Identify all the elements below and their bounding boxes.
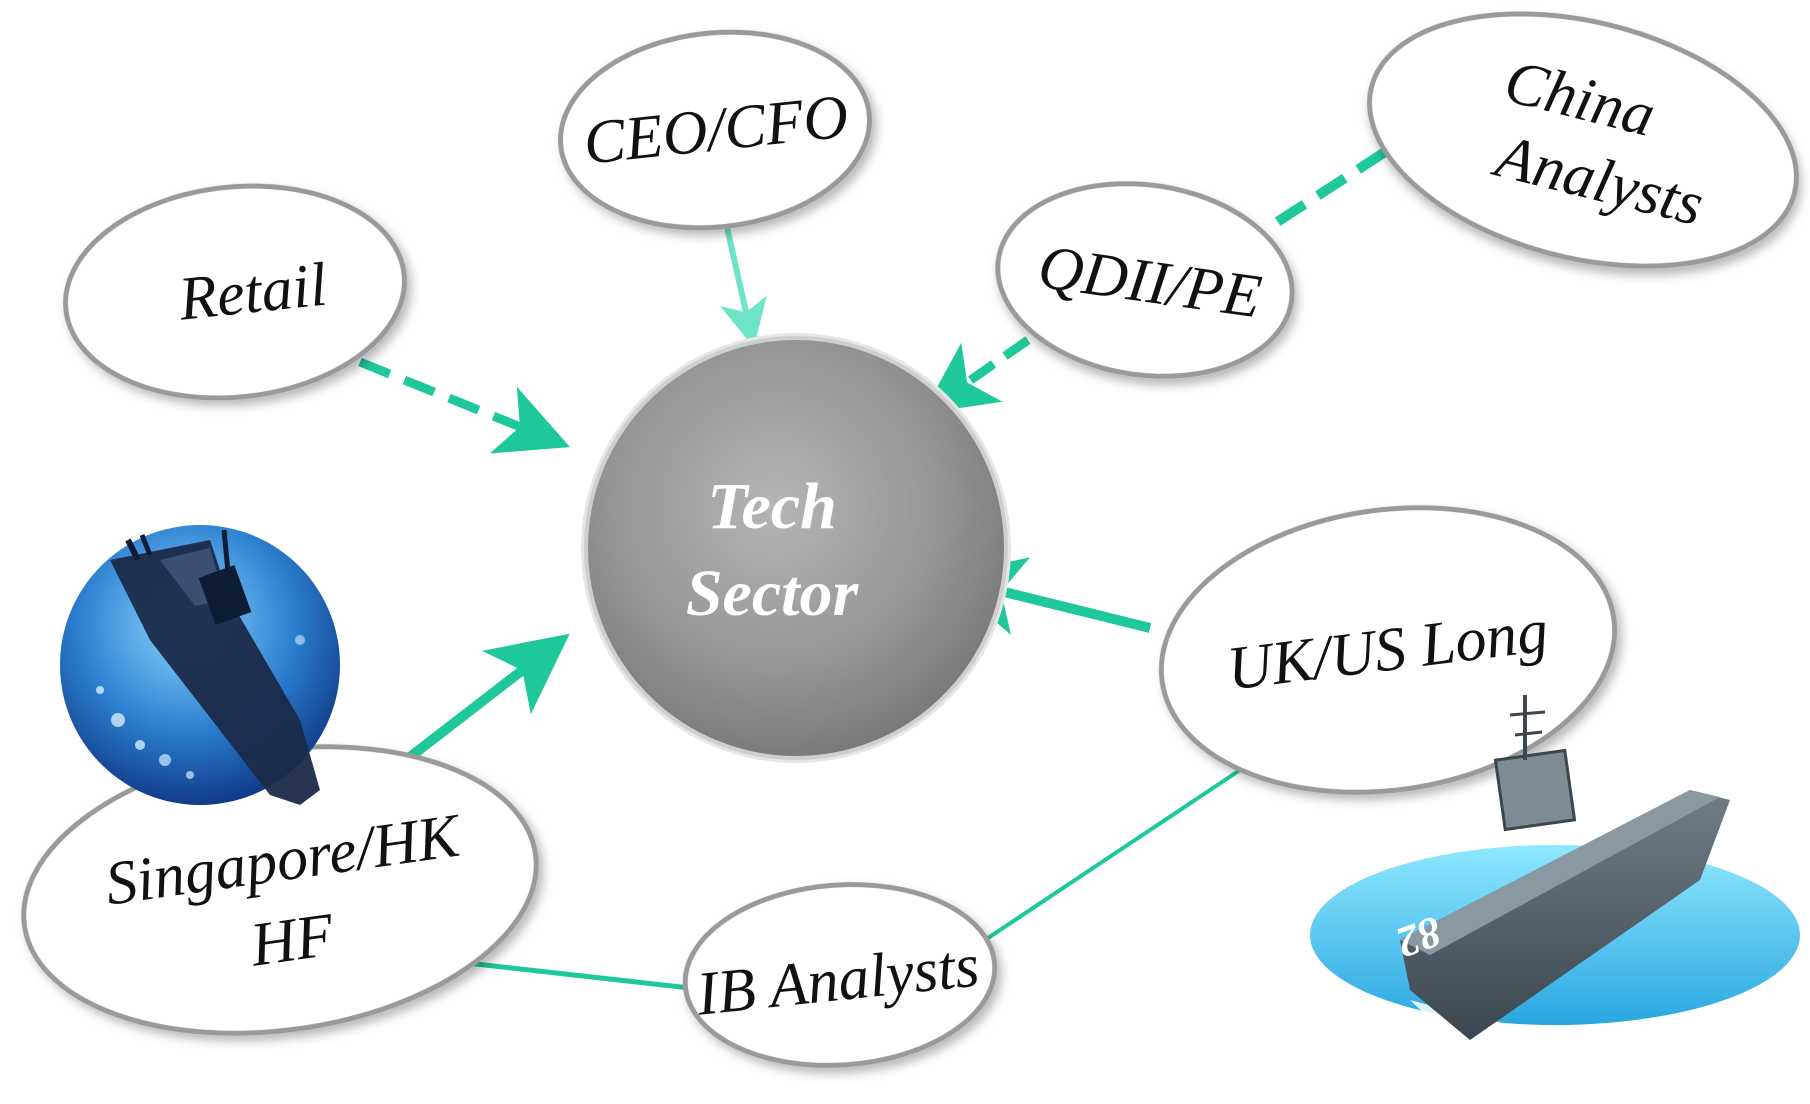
center-node: Tech Sector xyxy=(581,333,1011,763)
center-label-line2: Sector xyxy=(686,557,860,630)
center-label-line1: Tech xyxy=(707,470,837,543)
arrow-retail-to-tech xyxy=(358,357,571,454)
carrier-hull xyxy=(1400,790,1730,1040)
node-china: China Analysts xyxy=(1367,11,1799,269)
link-singapore-to-ib xyxy=(457,959,691,991)
node-ceo-ellipse xyxy=(558,29,872,231)
node-qdii: QDII/PE xyxy=(995,181,1295,379)
node-retail-label: Retail xyxy=(175,251,330,334)
carrier-island xyxy=(1493,748,1577,832)
center-node-circle xyxy=(584,336,1008,760)
arrow-qdii-to-tech xyxy=(922,336,1031,414)
submarine-hull xyxy=(110,540,320,805)
node-ukus: UK/US Long xyxy=(1158,505,1618,795)
node-ukus-ellipse xyxy=(1158,505,1618,795)
link-ukus-to-ib xyxy=(983,768,1242,942)
node-ceo: CEO/CFO xyxy=(558,29,872,231)
submarine-sail xyxy=(198,565,252,625)
node-singapore-label-line2: HF xyxy=(246,901,339,980)
arrow-singapore-to-tech xyxy=(406,633,570,761)
carrier-deck xyxy=(1400,790,1720,955)
node-china-ellipse xyxy=(1367,11,1799,269)
node-ib: IB Analysts xyxy=(682,882,998,1068)
link-china-to-qdii xyxy=(1265,147,1388,233)
node-ib-ellipse xyxy=(682,882,998,1068)
node-qdii-ellipse xyxy=(995,181,1295,379)
submarine-icon xyxy=(60,525,340,805)
node-retail-ellipse xyxy=(63,183,407,401)
aircraft-carrier-icon: 82 xyxy=(1310,695,1800,1068)
node-retail: Retail xyxy=(63,183,407,401)
